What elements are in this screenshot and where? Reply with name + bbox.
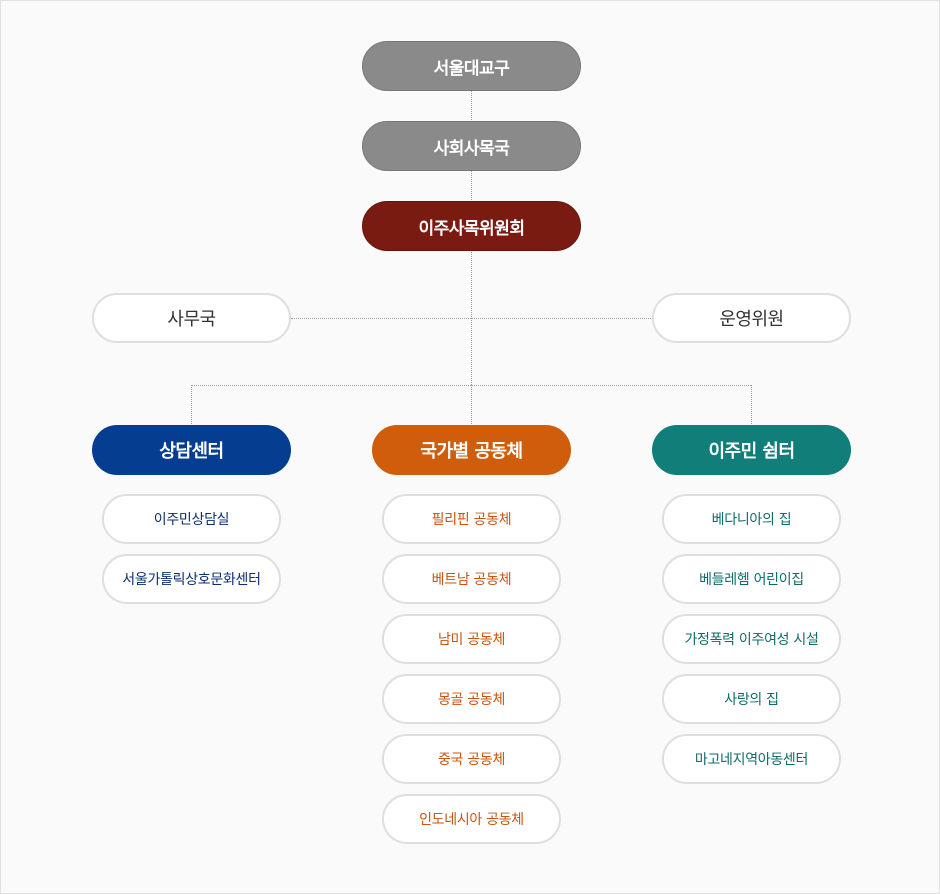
list-item: 이주민상담실 [102,494,281,544]
list-item: 서울가톨릭상호문화센터 [102,554,281,604]
list-item: 필리핀 공동체 [382,494,561,544]
connector-left [191,385,192,426]
list-item: 베들레헴 어린이집 [662,554,841,604]
connector-top [471,90,472,122]
list-item: 인도네시아 공동체 [382,794,561,844]
node-secretariat: 사무국 [92,293,291,343]
connector-center [471,385,472,426]
connector-side [291,318,653,319]
list-item: 남미 공동체 [382,614,561,664]
list-item: 베트남 공동체 [382,554,561,604]
list-item: 가정폭력 이주여성 시설 [662,614,841,664]
node-social-ministry: 사회사목국 [362,121,581,171]
list-item: 몽골 공동체 [382,674,561,724]
connector-trunk [471,250,472,385]
node-seoul-archdiocese: 서울대교구 [362,41,581,91]
node-steering-committee: 운영위원 [652,293,851,343]
list-item: 베다니아의 집 [662,494,841,544]
list-item: 마고네지역아동센터 [662,734,841,784]
list-item: 중국 공동체 [382,734,561,784]
node-migrant-ministry-committee: 이주사목위원회 [362,201,581,251]
connector-right [751,385,752,426]
dept-migrant-shelter: 이주민 쉼터 [652,425,851,475]
dept-national-communities: 국가별 공동체 [372,425,571,475]
list-item: 사랑의 집 [662,674,841,724]
connector-mid [471,170,472,202]
dept-counseling-center: 상담센터 [92,425,291,475]
